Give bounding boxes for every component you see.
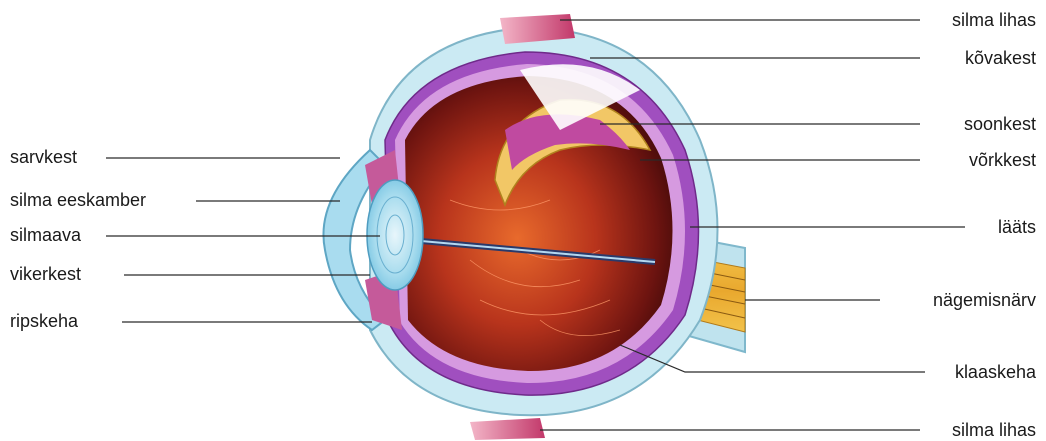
label-nagemisnarv: nägemisnärv: [933, 289, 1036, 311]
label-vikerkest: vikerkest: [10, 263, 81, 285]
label-kovakest: kõvakest: [965, 47, 1036, 69]
label-ripskeha: ripskeha: [10, 310, 78, 332]
label-silma-eeskamber: silma eeskamber: [10, 189, 146, 211]
label-soonkest: soonkest: [964, 113, 1036, 135]
label-vorkkest: võrkkest: [969, 149, 1036, 171]
label-silma-lihas-bottom: silma lihas: [952, 419, 1036, 441]
eye-muscle-bottom: [470, 418, 545, 440]
label-silma-lihas-top: silma lihas: [952, 9, 1036, 31]
label-laats: lääts: [998, 216, 1036, 238]
label-klaaskeha: klaaskeha: [955, 361, 1036, 383]
label-silmaava: silmaava: [10, 224, 81, 246]
label-sarvkest: sarvkest: [10, 146, 77, 168]
